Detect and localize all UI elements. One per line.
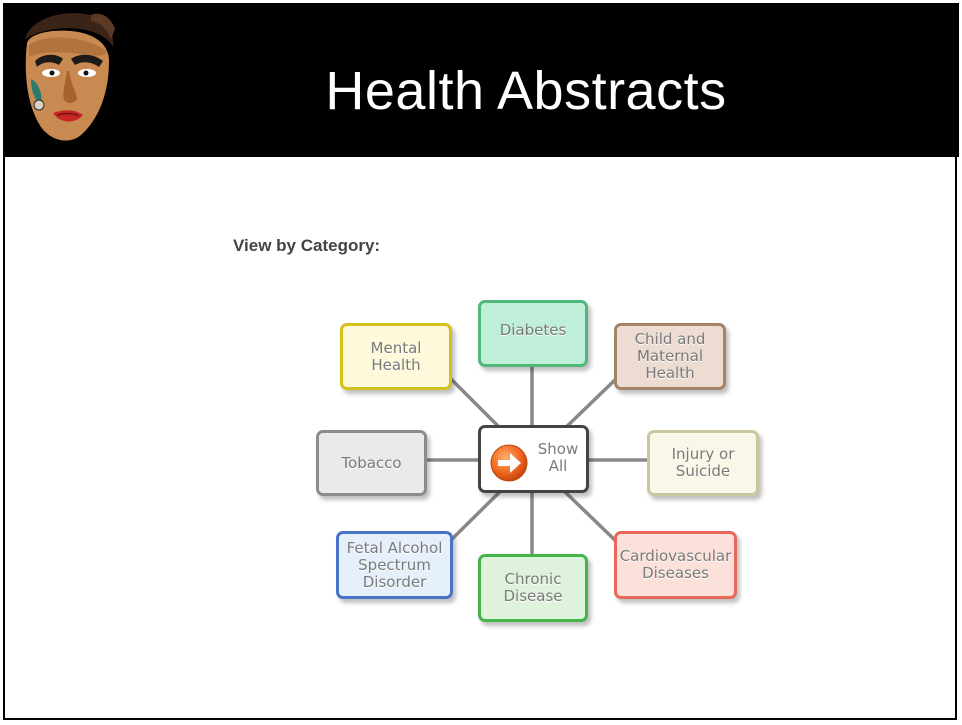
category-fetal-alcohol-spectrum-disorder[interactable]: Fetal Alcohol Spectrum Disorder: [336, 531, 453, 599]
category-child-maternal-health[interactable]: Child and Maternal Health: [614, 323, 726, 390]
category-label-injury-or-suicide: Injury or Suicide: [671, 445, 735, 480]
category-tobacco[interactable]: Tobacco: [316, 430, 427, 496]
category-mental-health[interactable]: Mental Health: [340, 323, 452, 390]
page-title: Health Abstracts: [325, 61, 727, 121]
category-label-chronic-disease: Chronic Disease: [503, 570, 563, 605]
show-all-label: Show All: [537, 440, 579, 475]
category-label-fasd: Fetal Alcohol Spectrum Disorder: [346, 538, 443, 591]
category-label-child-maternal-health: Child and Maternal Health: [634, 330, 706, 382]
category-label-tobacco: Tobacco: [341, 453, 402, 472]
show-all-button[interactable]: Show All: [478, 425, 589, 493]
category-cardiovascular-diseases[interactable]: Cardiovascular Diseases: [614, 531, 737, 599]
category-chronic-disease[interactable]: Chronic Disease: [478, 554, 588, 622]
header-bar: Health Abstracts: [3, 3, 959, 157]
view-by-category-label: View by Category:: [233, 236, 381, 255]
arrow-right-icon: [490, 444, 528, 482]
category-label-cardiovascular-diseases: Cardiovascular Diseases: [619, 547, 732, 582]
mask-logo: [25, 13, 115, 141]
category-injury-or-suicide[interactable]: Injury or Suicide: [647, 430, 759, 496]
category-label-diabetes: Diabetes: [499, 321, 567, 339]
category-label-mental-health: Mental Health: [370, 338, 422, 374]
category-diabetes[interactable]: Diabetes: [478, 300, 588, 367]
